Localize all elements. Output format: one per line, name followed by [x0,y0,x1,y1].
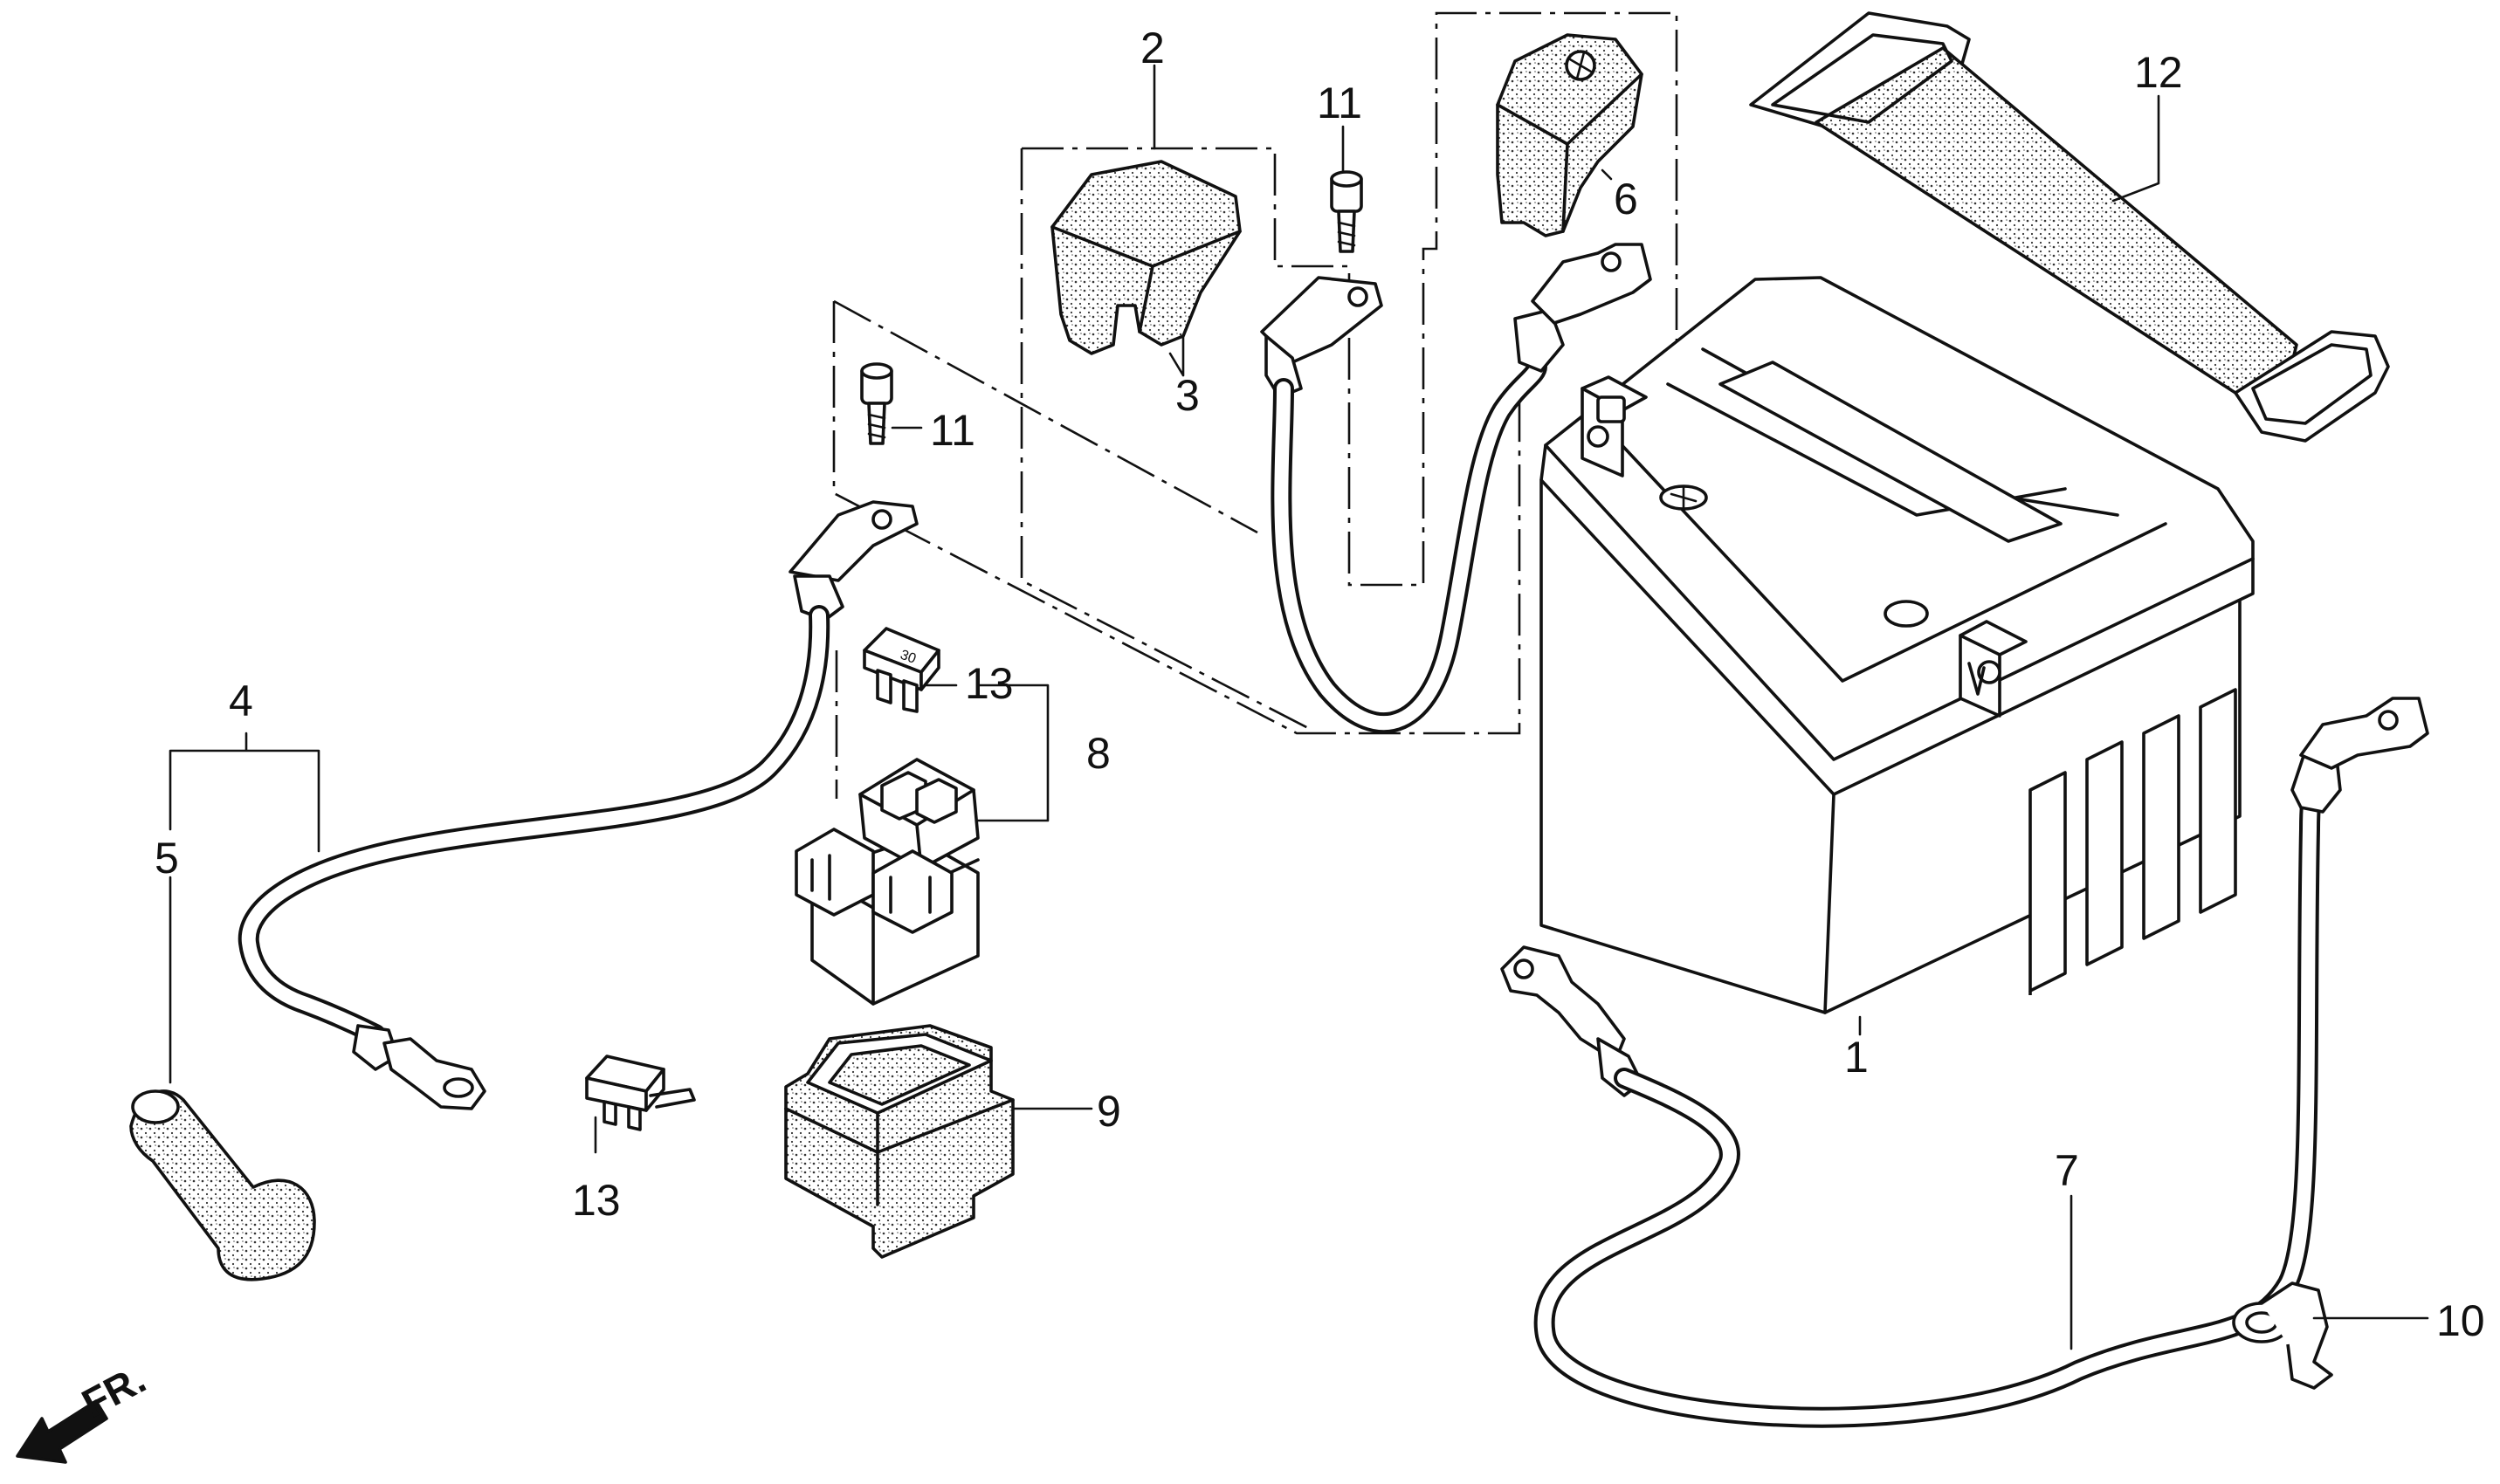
relay-cover [784,1024,1015,1259]
callout-11-upper: 11 [1317,79,1362,127]
fuse-lower [585,1055,696,1131]
front-arrow-icon [16,1399,108,1464]
negative-cable [1500,697,2429,1428]
callout-13-upper: 13 [965,659,1014,708]
callout-9: 9 [1097,1087,1121,1136]
battery [1539,276,2255,1014]
callouts: 1 2 3 4 5 6 7 8 9 10 11 11 12 13 13 [155,24,2485,1345]
battery-strap [1749,11,2390,443]
phantom-outlines [832,11,1678,799]
callout-10: 10 [2436,1296,2485,1345]
cable-clamp [2232,1281,2333,1390]
fuse-rating: 30 [899,648,919,667]
callout-7: 7 [2055,1146,2079,1195]
terminal-boot [129,1089,316,1281]
starter-cable [238,500,919,1110]
callout-4: 4 [229,677,253,725]
starter-relay [795,758,980,1006]
front-direction-marker: FR. [16,1356,153,1464]
callout-2: 2 [1140,24,1165,72]
callout-11-left: 11 [930,406,975,455]
callout-5: 5 [155,834,179,883]
terminal-cover-right [1496,33,1643,237]
callout-13-lower: 13 [572,1176,621,1225]
leader-lines [169,64,2429,1350]
callout-3: 3 [1175,371,1200,420]
callout-6: 6 [1614,175,1638,223]
bolt-upper [1330,170,1363,253]
callout-12: 12 [2134,48,2183,97]
callout-1: 1 [1844,1033,1869,1082]
callout-8: 8 [1086,729,1111,778]
bolt-left [860,362,893,445]
terminal-cover-left [1050,160,1242,355]
fuse-upper: 30 [863,627,940,713]
positive-cable [1260,243,1652,734]
